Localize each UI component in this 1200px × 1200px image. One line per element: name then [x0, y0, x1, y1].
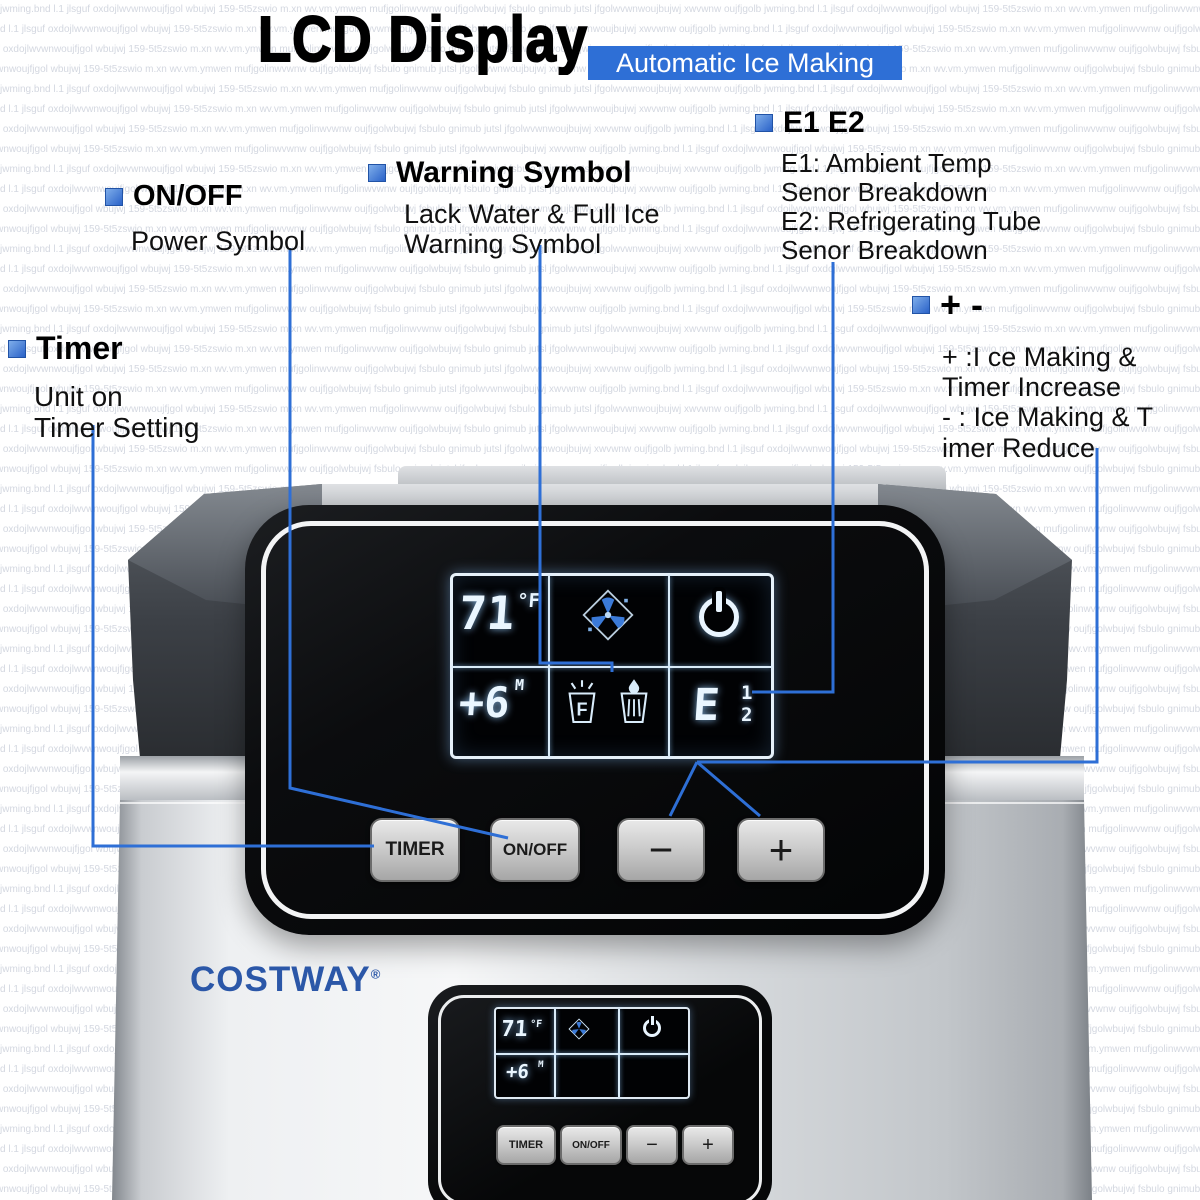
front-onoff-button: ON/OFF — [560, 1125, 622, 1165]
control-panel-front: 71 °F +6 M TIMER ON/OFF − + — [428, 985, 772, 1200]
callout-e1e2-header: E1 E2 — [783, 106, 865, 139]
callout-warning-symbol: Warning Symbol Lack Water & Full Ice War… — [368, 156, 660, 259]
callout-warning-line2: Warning Symbol — [404, 229, 602, 260]
bullet-icon — [368, 164, 386, 182]
full-ice-letter: F — [576, 699, 587, 719]
front-power-icon — [642, 1016, 662, 1038]
timer-button: TIMER — [370, 818, 460, 882]
callout-timer-line2: Timer Setting — [34, 412, 200, 444]
bullet-icon — [8, 339, 26, 358]
callout-warning-line1: Lack Water & Full Ice — [404, 199, 660, 229]
front-lcd-temp-unit: °F — [529, 1019, 543, 1030]
callout-e1e2-line2: Senor Breakdown — [781, 177, 988, 208]
callout-plus-minus: + - + :I ce Making & Timer Increase - : … — [912, 284, 1153, 463]
front-lcd-temp: 71 — [500, 1017, 529, 1042]
lcd-temperature-unit: °F — [516, 590, 541, 612]
callout-e1-e2: E1 E2 E1: Ambient Temp Senor Breakdown E… — [755, 106, 1041, 265]
error-code-1: 1 — [741, 682, 753, 704]
lcd-grid-hline — [453, 666, 771, 668]
bullet-icon — [912, 296, 930, 314]
callout-warning-header: Warning Symbol — [396, 156, 632, 189]
callout-onoff-header: ON/OFF — [133, 180, 243, 212]
callout-onoff: ON/OFF Power Symbol — [105, 180, 305, 256]
subtitle-badge: Automatic Ice Making — [588, 46, 902, 80]
front-lcd-hline — [496, 1053, 688, 1055]
front-panel-border-line — [438, 995, 762, 1200]
bullet-icon — [105, 187, 123, 206]
registered-mark: ® — [370, 966, 382, 982]
ice-making-icon — [582, 589, 634, 641]
callout-e1e2-line1: E1: Ambient Temp — [781, 148, 992, 178]
power-icon — [696, 591, 742, 640]
lcd-timer-unit: M — [514, 676, 525, 694]
callout-timer-line1: Unit on — [34, 381, 123, 412]
lcd-temperature-value: 71 — [457, 586, 517, 640]
front-minus-button: − — [626, 1125, 678, 1165]
control-panel-zoomed: 71 °F +6 M — [245, 505, 945, 935]
front-power-icon-bar — [650, 1016, 654, 1025]
callout-timer: Timer Unit on Timer Setting — [8, 330, 199, 444]
front-plus-button: + — [682, 1125, 734, 1165]
error-code-digits: 1 2 — [741, 684, 752, 725]
bullet-icon — [755, 114, 773, 132]
callout-e1e2-line3: E2: Refrigerating Tube — [781, 206, 1042, 237]
callout-timer-header: Timer — [36, 330, 123, 366]
callout-plusminus-line3: - : Ice Making & T — [942, 402, 1154, 433]
plus-button: + — [737, 818, 825, 882]
page-title: LCD Display — [257, 2, 588, 76]
front-lcd-timer: +6 — [505, 1061, 530, 1083]
callout-onoff-line1: Power Symbol — [131, 226, 306, 256]
front-ice-making-icon — [568, 1018, 590, 1040]
power-icon-bar — [716, 591, 722, 612]
brand-name: COSTWAY — [190, 960, 371, 999]
full-ice-warning-icon: F — [568, 680, 596, 724]
lack-water-warning-icon — [620, 679, 648, 724]
callout-plusminus-line2: Timer Increase — [942, 372, 1122, 403]
minus-button: − — [617, 818, 705, 882]
error-code-letter: E — [691, 680, 722, 731]
lcd-timer-value: +6 — [457, 678, 512, 727]
front-lcd-timer-unit: M — [537, 1060, 544, 1070]
callout-plusminus-line1: + :I ce Making & — [942, 342, 1137, 372]
error-code-2: 2 — [741, 704, 753, 726]
callout-plusminus-line4: imer Reduce — [942, 432, 1096, 463]
callout-plusminus-header: + - — [940, 284, 984, 325]
lcd-display: 71 °F +6 M — [450, 573, 774, 759]
front-timer-button: TIMER — [496, 1125, 556, 1165]
onoff-button: ON/OFF — [490, 818, 580, 882]
brand-logo: COSTWAY® — [190, 960, 381, 1000]
callout-e1e2-line4: Senor Breakdown — [781, 235, 988, 266]
front-lcd-display: 71 °F +6 M — [494, 1007, 690, 1099]
